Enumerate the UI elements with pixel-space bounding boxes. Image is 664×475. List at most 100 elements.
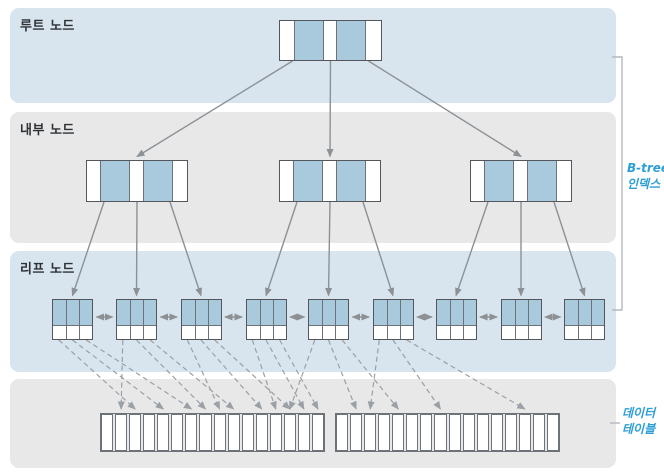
table-cell bbox=[241, 414, 254, 451]
table-cell bbox=[364, 414, 377, 451]
node-cell bbox=[100, 161, 130, 201]
leaf-node-2 bbox=[116, 299, 157, 340]
node-cell bbox=[365, 21, 381, 60]
table-cell bbox=[392, 414, 405, 451]
leaf-cell bbox=[246, 300, 260, 326]
leaf-cell bbox=[437, 326, 450, 339]
leaf-cell bbox=[53, 326, 66, 339]
node-cell bbox=[513, 161, 526, 201]
leaf-cell bbox=[130, 326, 143, 339]
table-cell bbox=[199, 414, 212, 451]
node-cell bbox=[293, 21, 323, 60]
leaf-node-3 bbox=[180, 299, 222, 340]
table-cell bbox=[448, 414, 461, 451]
leaf-cell bbox=[462, 300, 476, 326]
node-cell bbox=[335, 161, 365, 201]
node-cell bbox=[555, 161, 571, 201]
leaf-cell bbox=[272, 300, 286, 326]
node-cell bbox=[171, 161, 187, 201]
leaf-cell bbox=[514, 326, 528, 339]
leaf-cell bbox=[399, 300, 413, 326]
leaf-cell bbox=[591, 326, 604, 339]
node-cell bbox=[280, 161, 293, 201]
table-cell bbox=[101, 414, 114, 451]
table-cell bbox=[532, 414, 545, 451]
table-cell bbox=[406, 414, 419, 451]
leaf-cell bbox=[335, 326, 348, 339]
table-cell bbox=[378, 414, 391, 451]
table-cell bbox=[269, 414, 282, 451]
table-cell bbox=[115, 414, 128, 451]
table-cell bbox=[311, 414, 324, 451]
data-table-label: 데이터 테이블 bbox=[622, 405, 655, 437]
table-cell bbox=[255, 414, 268, 451]
table-cell bbox=[490, 414, 503, 451]
table-cell bbox=[143, 414, 156, 451]
leaf-cell bbox=[143, 300, 156, 326]
leaf-cell bbox=[514, 300, 528, 326]
leaf-cell bbox=[449, 326, 463, 339]
band-label-root: 루트 노드 bbox=[20, 19, 75, 34]
leaf-cell bbox=[591, 300, 604, 326]
table-cell bbox=[350, 414, 363, 451]
internal-node-1 bbox=[86, 160, 188, 202]
leaf-cell bbox=[373, 300, 387, 326]
table-cell bbox=[185, 414, 198, 451]
internal-node-2 bbox=[279, 160, 381, 202]
table-cell bbox=[434, 414, 447, 451]
node-cell bbox=[526, 161, 556, 201]
btree-index-label-line1: B-tree bbox=[627, 161, 664, 175]
data-table-2 bbox=[335, 413, 560, 452]
leaf-cell bbox=[374, 326, 387, 339]
leaf-node-8 bbox=[500, 299, 542, 340]
leaf-cell bbox=[309, 300, 322, 326]
leaf-cell bbox=[79, 300, 92, 326]
leaf-cell bbox=[527, 300, 541, 326]
leaf-cell bbox=[259, 326, 273, 339]
table-cell bbox=[213, 414, 226, 451]
leaf-cell bbox=[79, 326, 92, 339]
node-cell bbox=[364, 161, 380, 201]
band-label-internal: 내부 노드 bbox=[20, 123, 75, 138]
leaf-cell bbox=[194, 300, 208, 326]
table-cell bbox=[518, 414, 531, 451]
table-cell bbox=[227, 414, 240, 451]
root-node bbox=[279, 20, 382, 61]
table-cell bbox=[171, 414, 184, 451]
leaf-cell bbox=[449, 300, 463, 326]
leaf-cell bbox=[501, 300, 515, 326]
leaf-cell bbox=[247, 326, 260, 339]
table-cell bbox=[297, 414, 310, 451]
leaf-cell bbox=[259, 300, 273, 326]
table-cell bbox=[129, 414, 142, 451]
leaf-cell bbox=[565, 300, 578, 326]
leaf-cell bbox=[130, 300, 143, 326]
table-cell bbox=[283, 414, 296, 451]
node-cell bbox=[293, 161, 323, 201]
node-cell bbox=[322, 21, 337, 60]
leaf-cell bbox=[66, 300, 79, 326]
leaf-cell bbox=[182, 326, 195, 339]
leaf-node-1 bbox=[52, 299, 93, 340]
node-cell bbox=[484, 161, 514, 201]
leaf-node-9 bbox=[564, 299, 605, 340]
table-cell bbox=[462, 414, 475, 451]
leaf-cell bbox=[386, 326, 400, 339]
leaf-cell bbox=[207, 300, 221, 326]
leaf-cell bbox=[386, 300, 400, 326]
leaf-cell bbox=[322, 300, 335, 326]
leaf-cell bbox=[578, 326, 591, 339]
leaf-node-4 bbox=[245, 299, 287, 340]
leaf-cell bbox=[66, 326, 79, 339]
leaf-cell bbox=[502, 326, 515, 339]
leaf-node-6 bbox=[372, 299, 414, 340]
table-cell bbox=[504, 414, 517, 451]
leaf-cell bbox=[527, 326, 541, 339]
node-cell bbox=[129, 161, 142, 201]
leaf-cell bbox=[117, 326, 130, 339]
table-cell bbox=[476, 414, 489, 451]
data-table-label-line1: 데이터 bbox=[622, 406, 656, 420]
band-label-leaf: 리프 노드 bbox=[20, 262, 75, 277]
node-cell bbox=[87, 161, 100, 201]
